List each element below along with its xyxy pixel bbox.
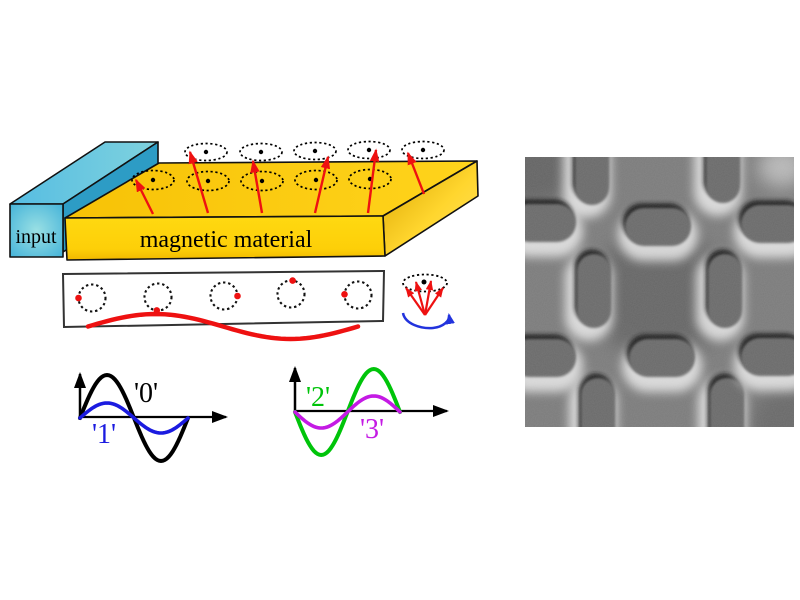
rotation-direction-arrow <box>401 312 455 330</box>
spin-orbit <box>347 140 391 160</box>
cone-arrow <box>405 287 426 316</box>
spin-arrow <box>366 148 380 214</box>
sem-noise-overlay <box>525 157 794 427</box>
sem-micrograph <box>525 157 794 427</box>
phase-strip <box>61 269 386 342</box>
precession-cone-detail <box>401 273 455 330</box>
input-label: input <box>15 226 57 248</box>
input-front-face <box>9 203 64 258</box>
cone-arrow <box>423 280 434 316</box>
phase-dot <box>75 294 82 302</box>
label-bit3: '3' <box>360 414 384 445</box>
slab-front-face <box>64 215 386 261</box>
phase-dot <box>234 292 241 300</box>
spin-orbit <box>239 142 283 162</box>
spin-arrow <box>250 159 264 214</box>
wave-bit1 <box>78 401 190 435</box>
signal-plot-01: '0' '1' <box>74 372 228 464</box>
label-bit2: '2' <box>306 382 330 413</box>
phase-dot <box>289 277 296 284</box>
spin-orbits-back-row <box>184 140 445 162</box>
signal-plot-23: '2' '3' <box>289 366 449 458</box>
label-bit1: '1' <box>92 419 116 450</box>
spin-orbit <box>184 142 228 162</box>
spin-orbit <box>401 140 445 160</box>
spin-orbits-front-row <box>131 168 392 192</box>
wave-bit3 <box>293 394 402 430</box>
spin-wave-curve <box>85 311 361 342</box>
spin-arrow <box>406 151 426 195</box>
spin-orbit <box>294 169 338 191</box>
material-label: magnetic material <box>140 227 313 253</box>
spin-orbit <box>186 170 230 192</box>
device-schematic: input magnetic material <box>9 140 479 261</box>
spin-orbit <box>293 141 337 161</box>
spin-arrow <box>313 155 331 214</box>
cone-arrow <box>414 281 427 316</box>
cone-orbit <box>402 273 448 293</box>
cone-orbit-center <box>421 279 427 285</box>
spin-orbit <box>240 170 284 192</box>
spin-arrow <box>134 178 155 215</box>
spin-orbit <box>131 169 175 191</box>
spin-orbit-centers <box>150 147 426 184</box>
label-bit0: '0' <box>134 378 158 409</box>
spin-arrow <box>188 150 210 214</box>
cone-arrow <box>424 287 444 316</box>
cone-arrows <box>405 280 444 316</box>
spin-arrows <box>134 148 426 215</box>
phase-dot <box>341 291 348 298</box>
